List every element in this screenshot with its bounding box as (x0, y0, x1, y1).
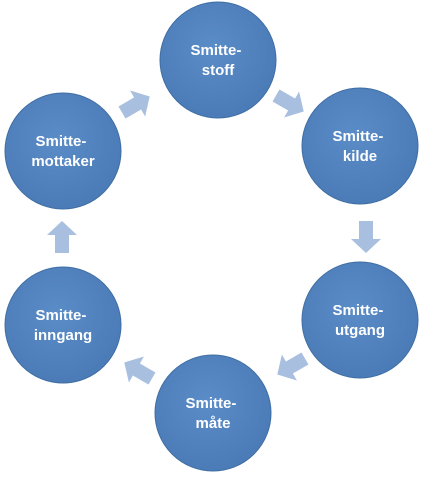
arrow-kilde-to-utgang (351, 221, 381, 253)
node-label-line1: Smitte- (190, 42, 241, 59)
node-label-line2: måte (195, 415, 230, 432)
arrow-down-left-icon (277, 352, 309, 381)
svg-text:Smitte- mottaker: Smitte- mottaker (31, 133, 95, 170)
node-label-line1: Smitte- (35, 307, 86, 324)
node-label-line1: Smitte- (332, 302, 383, 319)
arrow-utgang-to-mate (277, 352, 309, 381)
svg-text:Smitte- kilde: Smitte- kilde (332, 128, 387, 165)
svg-text:Smitte- måte: Smitte- måte (185, 395, 240, 432)
arrow-mottaker-to-stoff (118, 90, 150, 119)
node-smitteinngang: Smitte- inngang (4, 266, 122, 384)
arrow-left-icon (124, 356, 156, 385)
svg-text:Smitte- inngang: Smitte- inngang (34, 307, 92, 344)
arrow-up-icon (47, 221, 77, 253)
node-smittekilde: Smitte- kilde (301, 87, 419, 205)
node-label-line2: utgang (335, 322, 385, 339)
node-label-line2: inngang (34, 327, 92, 344)
node-smittemottaker: Smitte- mottaker (4, 92, 122, 210)
arrow-right-icon (272, 89, 304, 118)
arrow-mate-to-inngang (124, 356, 156, 385)
node-smittemate: Smitte- måte (154, 354, 272, 472)
arrow-down-icon (351, 221, 381, 253)
node-label-line2: mottaker (31, 153, 95, 170)
svg-text:Smitte- utgang: Smitte- utgang (332, 302, 387, 339)
node-label-line1: Smitte- (185, 395, 236, 412)
node-label-line2: stoff (202, 62, 235, 79)
node-label-line1: Smitte- (332, 128, 383, 145)
arrow-stoff-to-kilde (272, 89, 304, 118)
node-label-line2: kilde (343, 148, 377, 165)
arrow-up-right-icon (118, 90, 150, 119)
svg-text:Smitte- stoff: Smitte- stoff (190, 42, 245, 79)
node-smitteutgang: Smitte- utgang (301, 261, 419, 379)
node-label-line1: Smitte- (35, 133, 86, 150)
node-smittestoff: Smitte- stoff (159, 1, 277, 119)
arrow-inngang-to-mottaker (47, 221, 77, 253)
